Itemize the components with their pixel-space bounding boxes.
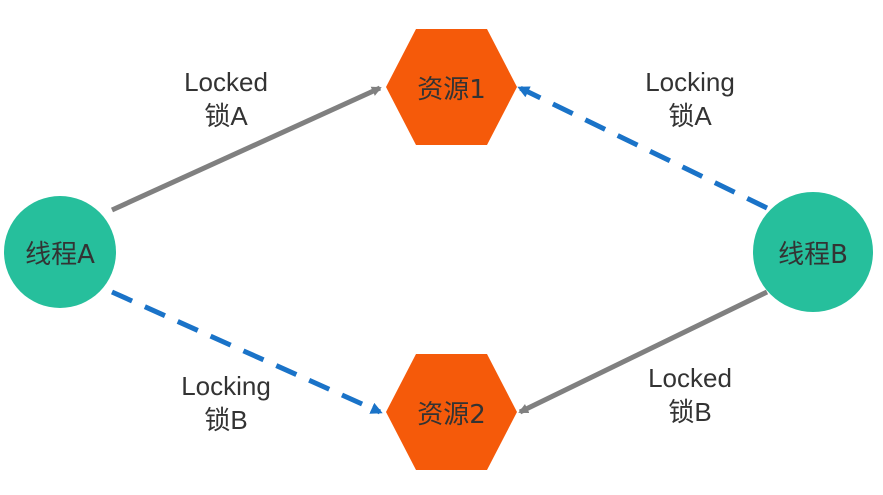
thread-a-node	[4, 196, 116, 308]
edge-thread-a-resource-2	[110, 289, 383, 415]
edge-status: Locking	[645, 67, 735, 97]
edge-status: Locked	[648, 363, 732, 393]
edge-thread-a-resource-1	[110, 85, 382, 213]
edge-label-thread-a-resource-2: Locking 锁B	[146, 370, 306, 438]
edge-thread-b-resource-2	[518, 289, 769, 415]
thread-b-node	[753, 192, 873, 312]
edge-thread-b-resource-1	[517, 85, 769, 211]
edge-label-thread-b-resource-1: Locking 锁A	[610, 66, 770, 134]
edge-lock: 锁A	[204, 100, 248, 131]
resource-2-node	[386, 354, 517, 470]
resource-1-label: 资源1	[417, 74, 486, 105]
edge-lock: 锁B	[204, 404, 248, 435]
thread-b-label: 线程B	[778, 239, 848, 270]
edge-lock: 锁A	[668, 100, 712, 131]
edge-status: Locked	[184, 67, 268, 97]
edge-lock: 锁B	[668, 396, 712, 427]
thread-a-label: 线程A	[25, 239, 95, 270]
resource-1-node	[386, 29, 517, 145]
edge-status: Locking	[181, 371, 271, 401]
edge-label-thread-b-resource-2: Locked 锁B	[610, 362, 770, 430]
edge-label-thread-a-resource-1: Locked 锁A	[146, 66, 306, 134]
resource-2-label: 资源2	[417, 399, 486, 430]
